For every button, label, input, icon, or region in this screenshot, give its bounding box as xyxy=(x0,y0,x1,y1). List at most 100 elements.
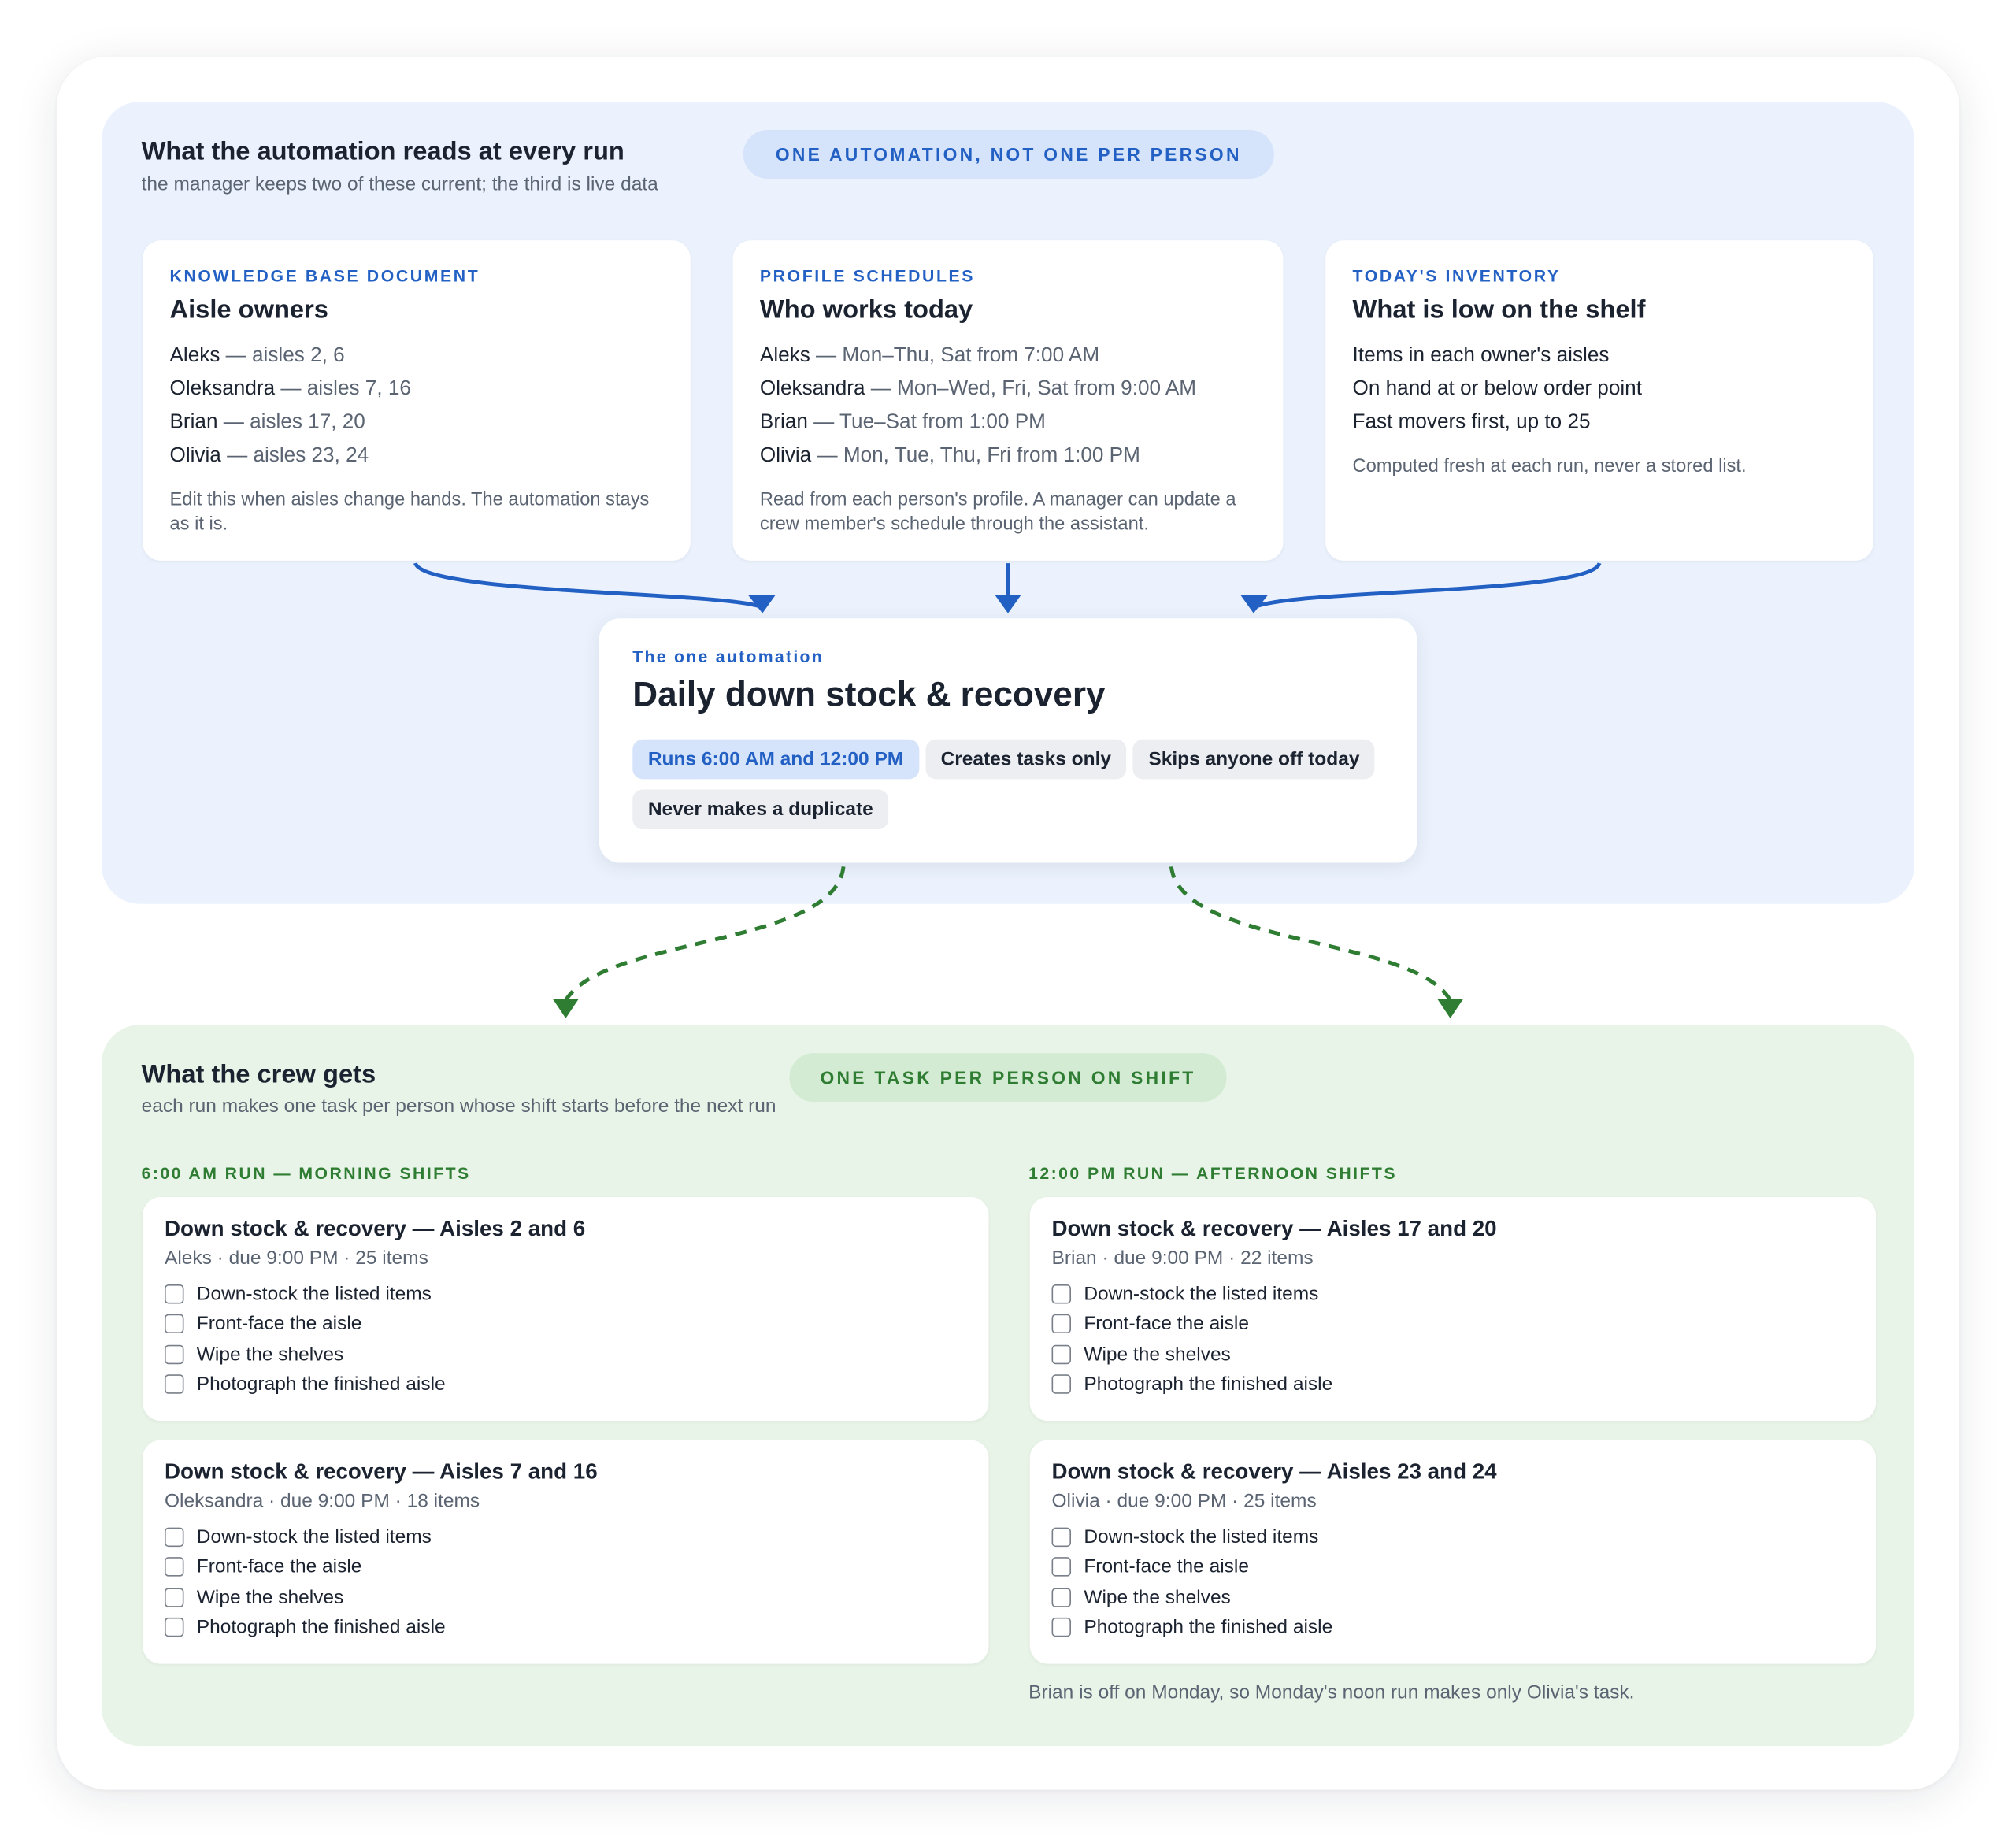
arrow-from-inventory xyxy=(1254,562,1602,609)
checkbox[interactable] xyxy=(164,1617,184,1637)
automation-chip: Creates tasks only xyxy=(925,739,1127,780)
checklist-label: Photograph the finished aisle xyxy=(1084,1373,1333,1396)
checkbox[interactable] xyxy=(1051,1374,1071,1394)
task-title: Down stock & recovery — Aisles 2 and 6 xyxy=(164,1216,586,1241)
checklist-label: Front-face the aisle xyxy=(196,1556,362,1578)
checklist-label: Wipe the shelves xyxy=(196,1586,344,1609)
card-line: Oleksandra — aisles 7, 16 xyxy=(170,373,664,406)
line-name: Oleksandra xyxy=(759,377,865,400)
task-meta: Brian · due 9:00 PM · 22 items xyxy=(1051,1247,1314,1270)
task-card: Down stock & recovery — Aisles 17 and 20… xyxy=(1029,1196,1877,1422)
checklist-item: Front-face the aisle xyxy=(1051,1310,1855,1340)
checklist-label: Front-face the aisle xyxy=(1084,1556,1249,1578)
card-eyebrow: PROFILE SCHEDULES xyxy=(759,265,976,286)
checkbox[interactable] xyxy=(1051,1617,1071,1637)
card-line: Brian — aisles 17, 20 xyxy=(170,406,664,439)
card-lines: Aleks — aisles 2, 6 Oleksandra — aisles 7… xyxy=(170,339,664,473)
automation-card: The one automation Daily down stock & re… xyxy=(598,618,1418,863)
checkbox[interactable] xyxy=(164,1557,184,1577)
checklist-label: Wipe the shelves xyxy=(1084,1343,1231,1366)
checklist-label: Down-stock the listed items xyxy=(196,1283,432,1306)
task-meta: Olivia · due 9:00 PM · 25 items xyxy=(1051,1490,1317,1512)
card-line: On hand at or below order point xyxy=(1353,373,1847,406)
morning-run-heading: 6:00 AM RUN — MORNING SHIFTS xyxy=(141,1163,471,1184)
inputs-subtitle: the manager keeps two of these current; … xyxy=(141,173,658,196)
checklist-label: Down-stock the listed items xyxy=(1084,1283,1319,1306)
arrowhead-morning xyxy=(553,999,579,1019)
checklist-label: Front-face the aisle xyxy=(1084,1313,1249,1336)
checkbox[interactable] xyxy=(164,1587,184,1607)
automation-chip: Never makes a duplicate xyxy=(632,789,889,830)
checkbox[interactable] xyxy=(1051,1587,1071,1607)
line-detail: — aisles 23, 24 xyxy=(220,444,369,467)
checklist-item: Photograph the finished aisle xyxy=(1051,1612,1855,1642)
arrow-to-afternoon xyxy=(1169,866,1452,1002)
checklist-label: Wipe the shelves xyxy=(196,1343,344,1366)
line-name: Olivia xyxy=(759,444,812,467)
card-line: Oleksandra — Mon–Wed, Fri, Sat from 9:00… xyxy=(760,373,1256,406)
checklist-item: Front-face the aisle xyxy=(164,1310,967,1340)
checklist-item: Front-face the aisle xyxy=(164,1552,967,1582)
checklist-item: Front-face the aisle xyxy=(1051,1552,1855,1582)
line-detail: — Mon–Wed, Fri, Sat from 9:00 AM xyxy=(865,377,1197,400)
line-detail: — aisles 2, 6 xyxy=(220,344,345,367)
checklist-item: Down-stock the listed items xyxy=(164,1279,967,1309)
checklist-label: Down-stock the listed items xyxy=(196,1526,432,1548)
checklist-label: Front-face the aisle xyxy=(196,1313,362,1336)
card-eyebrow: TODAY'S INVENTORY xyxy=(1352,265,1561,286)
output-subtitle: each run makes one task per person whose… xyxy=(141,1095,776,1118)
arrow-from-aisle-owners xyxy=(413,562,762,609)
arrow-to-morning xyxy=(564,866,846,1002)
checkbox[interactable] xyxy=(1051,1344,1071,1364)
checkbox[interactable] xyxy=(1051,1557,1071,1577)
arrowhead-inventory xyxy=(1240,595,1268,613)
line-detail: — aisles 7, 16 xyxy=(275,377,411,400)
checklist-item: Photograph the finished aisle xyxy=(164,1370,967,1399)
inputs-title: What the automation reads at every run xyxy=(141,137,624,166)
checkbox[interactable] xyxy=(1051,1314,1071,1334)
arrowhead-schedules xyxy=(995,595,1021,613)
task-meta: Oleksandra · due 9:00 PM · 18 items xyxy=(164,1490,480,1512)
checklist-item: Down-stock the listed items xyxy=(1051,1279,1855,1309)
output-pill: ONE TASK PER PERSON ON SHIFT xyxy=(789,1053,1227,1103)
card-line: Olivia — aisles 23, 24 xyxy=(170,439,664,473)
checkbox[interactable] xyxy=(1051,1284,1071,1304)
card-note: Edit this when aisles change hands. The … xyxy=(169,490,650,536)
card-title: What is low on the shelf xyxy=(1352,295,1646,324)
checkbox[interactable] xyxy=(1051,1527,1071,1548)
checkbox[interactable] xyxy=(164,1314,184,1334)
checklist-label: Photograph the finished aisle xyxy=(1084,1616,1333,1639)
task-card: Down stock & recovery — Aisles 23 and 24… xyxy=(1029,1440,1877,1664)
arrowhead-afternoon xyxy=(1437,999,1463,1019)
card-eyebrow: KNOWLEDGE BASE DOCUMENT xyxy=(169,265,480,286)
line-name: Brian xyxy=(759,411,808,434)
checkbox[interactable] xyxy=(164,1284,184,1304)
card-note: Read from each person's profile. A manag… xyxy=(759,490,1236,536)
checkbox[interactable] xyxy=(164,1344,184,1364)
card-line: Items in each owner's aisles xyxy=(1353,339,1847,373)
checkbox[interactable] xyxy=(164,1527,184,1548)
card-line: Olivia — Mon, Tue, Thu, Fri from 1:00 PM xyxy=(760,439,1256,473)
line-name: Aleks xyxy=(169,344,220,367)
checklist-label: Photograph the finished aisle xyxy=(196,1373,446,1396)
line-name: Aleks xyxy=(759,344,810,367)
line-name: Oleksandra xyxy=(169,377,276,400)
checkbox[interactable] xyxy=(164,1374,184,1394)
line-detail: — aisles 17, 20 xyxy=(217,411,365,434)
afternoon-run-heading: 12:00 PM RUN — AFTERNOON SHIFTS xyxy=(1028,1163,1397,1184)
inputs-pill: ONE AUTOMATION, NOT ONE PER PERSON xyxy=(743,129,1274,179)
checklist-item: Down-stock the listed items xyxy=(164,1522,967,1552)
line-name: Fast movers first, up to 25 xyxy=(1352,411,1591,434)
card-title: Who works today xyxy=(759,295,973,324)
card-title: Aisle owners xyxy=(169,295,328,324)
